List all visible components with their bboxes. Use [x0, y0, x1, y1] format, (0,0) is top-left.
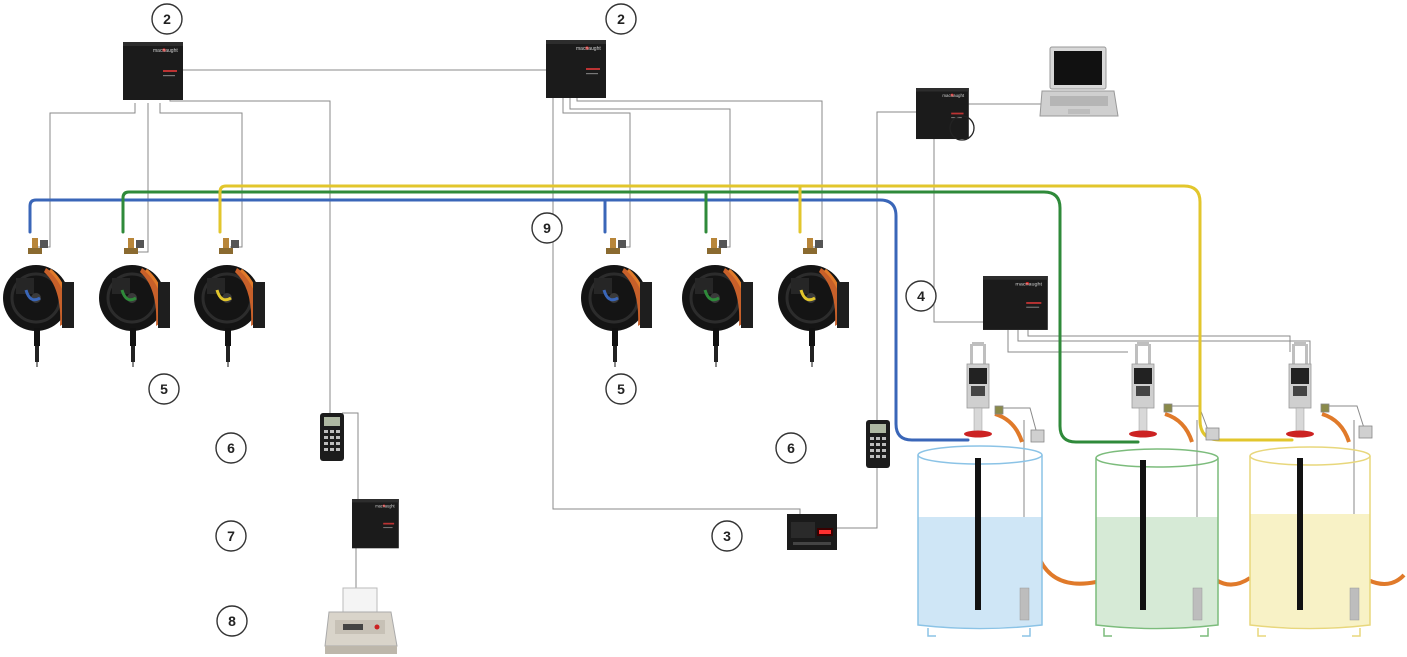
svg-text:macnaught: macnaught	[153, 48, 178, 54]
callout-8: 8	[216, 605, 248, 637]
controller-pc-interface: macnaught	[916, 88, 969, 140]
hose-reel-3	[192, 236, 267, 369]
svg-text:macnaught: macnaught	[942, 93, 965, 98]
hose-reel-2	[97, 236, 172, 369]
svg-text:3: 3	[723, 528, 731, 544]
svg-text:6: 6	[787, 440, 795, 456]
callout-4: 4	[905, 280, 937, 312]
hose-reel-5	[680, 236, 755, 369]
keypad-terminal-right	[866, 420, 890, 468]
svg-text:9: 9	[543, 220, 551, 236]
ticket-printer	[324, 587, 398, 654]
callout-2-left: 2	[151, 3, 183, 35]
laptop-icon	[1039, 46, 1119, 117]
svg-text:2: 2	[617, 11, 625, 27]
svg-text:2: 2	[163, 11, 171, 27]
control-wiring	[36, 69, 1365, 594]
hose-reel-1	[1, 236, 76, 369]
callout-9: 9	[531, 212, 563, 244]
pump-solenoids	[994, 403, 1373, 443]
svg-text:6: 6	[227, 440, 235, 456]
tank-level-display	[787, 514, 837, 550]
svg-text:macnaught: macnaught	[1015, 282, 1042, 288]
controller-tank: macnaught	[983, 276, 1048, 330]
air-pump-1	[963, 341, 993, 438]
callout-3: 3	[711, 520, 743, 552]
level-probes	[1019, 587, 1360, 621]
oil-tank-green	[1095, 448, 1219, 637]
connection-ring-marker	[949, 115, 975, 141]
svg-text:4: 4	[917, 288, 925, 304]
svg-text:macnaught: macnaught	[375, 503, 395, 508]
controller-middle: macnaught	[546, 40, 606, 98]
callout-6-right: 6	[775, 432, 807, 464]
hose-reel-4	[579, 236, 654, 369]
svg-text:5: 5	[617, 381, 625, 397]
svg-text:7: 7	[227, 528, 235, 544]
svg-text:8: 8	[228, 613, 236, 629]
controller-left: macnaught	[123, 42, 183, 100]
svg-text:5: 5	[160, 381, 168, 397]
callout-6-left: 6	[215, 432, 247, 464]
callout-5-left: 5	[148, 373, 180, 405]
callout-5-middle: 5	[605, 373, 637, 405]
tank-link-hoses	[994, 412, 1406, 587]
callout-7: 7	[215, 520, 247, 552]
hose-reel-6	[776, 236, 851, 369]
oil-tank-yellow	[1249, 446, 1371, 637]
suction-tubes	[975, 458, 1303, 610]
controller-printer: macnaught	[352, 499, 399, 549]
keypad-terminal-left	[320, 413, 344, 461]
reel-fluid-tags	[24, 289, 816, 302]
air-pump-2	[1128, 341, 1158, 438]
svg-text:macnaught: macnaught	[576, 46, 601, 52]
callout-2-middle: 2	[605, 3, 637, 35]
